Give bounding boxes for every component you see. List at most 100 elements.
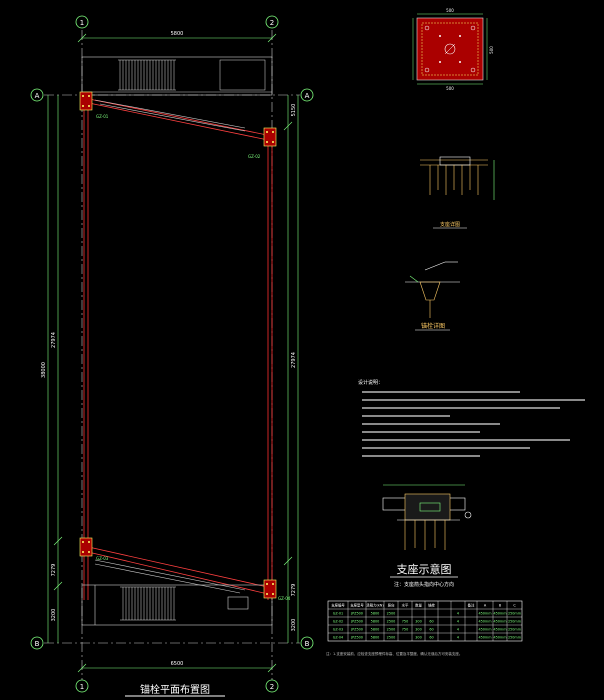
bearing-tag-2: GZ-02 [248, 154, 261, 159]
table-cell: JPZ500 [350, 612, 363, 616]
table-cell: 750 [402, 620, 408, 624]
table-cell: 450mm [478, 612, 492, 616]
dim-left-bottom: 3200 [51, 609, 57, 622]
dim-right-bottom: 3200 [291, 619, 297, 632]
table-cell: 300 [415, 636, 421, 640]
table-header-cell: B [499, 604, 502, 608]
table-cell: 450mm [493, 620, 507, 624]
table-cell: 5800 [371, 620, 380, 624]
axis-label-b-right: B [305, 640, 310, 648]
table-cell: 60 [429, 636, 433, 640]
table-cell: GZ-04 [333, 636, 343, 640]
table-header-cell: 备注 [468, 603, 475, 608]
bearing-plate-bl [79, 537, 93, 557]
axis-label-b-left: B [35, 640, 40, 648]
table-cell: 2500 [387, 612, 396, 616]
bearing-title: 支座示意图 [397, 562, 452, 576]
dim-right-upper: 5150 [291, 104, 297, 117]
table-cell: GZ-01 [333, 612, 343, 616]
table-header-cell: C [513, 604, 516, 608]
table-cell: JPZ500 [350, 620, 363, 624]
notes-heading: 设计说明： [358, 379, 383, 386]
axis-label-a-left: A [35, 92, 40, 100]
dimension-lines [47, 33, 299, 673]
dim-bottom-width: 6500 [171, 661, 184, 667]
table-cell: 450mm [478, 620, 492, 624]
stair-top [118, 59, 266, 91]
table-cell: 250mm [508, 612, 522, 616]
axis-grid [44, 30, 300, 680]
table-cell: 4 [457, 620, 459, 624]
bearing-plate-tr [263, 127, 277, 147]
table-cell: 4 [457, 612, 459, 616]
table-cell: GZ-02 [333, 620, 343, 624]
axis-label-1-top: 1 [80, 19, 84, 27]
table-header-cell: 支座型号 [350, 603, 364, 608]
bearing-tags: GZ-01 GZ-02 GZ-03 GZ-04 [96, 114, 291, 601]
bearing-assembly [382, 484, 472, 550]
table-header-cell: 数量 [415, 603, 422, 608]
bearing-plate-tl [79, 91, 93, 111]
table-cell: 5800 [371, 628, 380, 632]
table-cell: 300 [415, 620, 421, 624]
bearing-tag-1: GZ-01 [96, 114, 109, 119]
table-header-cell: 锚栓 [428, 603, 435, 608]
table-cell: 450mm [493, 636, 507, 640]
anchor-plate-detail: 500 500 500 [412, 8, 494, 91]
dim-right-mid: 27974 [291, 352, 297, 368]
axis-label-2-top: 2 [270, 19, 274, 27]
notes-lines [362, 391, 585, 457]
table-cell: 300 [415, 628, 421, 632]
table-cell: 750 [402, 628, 408, 632]
detail-title-2: 锚栓详图 [421, 322, 445, 330]
table-cell: JPZ500 [350, 636, 363, 640]
bearing-subtitle: 注：支座箭头指向中心方向 [394, 581, 454, 588]
table-cell: 60 [429, 628, 433, 632]
upper-structure [81, 56, 273, 132]
table-cell: 250mm [508, 620, 522, 624]
table-cell: JPZ500 [350, 628, 363, 632]
table-cell: 4 [457, 636, 459, 640]
plate-dim-bottom: 500 [446, 86, 454, 91]
plate-dim-top: 500 [446, 8, 454, 13]
plan-title: 锚栓平面布置图 [140, 683, 210, 696]
table-header-cell: 竖向 [388, 603, 395, 608]
table-cell: 450mm [493, 612, 507, 616]
dim-left-mid: 27974 [51, 332, 57, 348]
table-cell: 450mm [493, 628, 507, 632]
table-cell: 2500 [387, 620, 396, 624]
axis-label-a-right: A [305, 92, 310, 100]
bearing-tag-3: GZ-03 [96, 556, 109, 561]
table-cell: 450mm [478, 628, 492, 632]
plan-outline [83, 95, 273, 600]
table-cell: GZ-03 [333, 628, 343, 632]
table-header-cell: 承载力(kN) [366, 603, 384, 608]
table-cell: 2500 [387, 636, 396, 640]
table-footnote: 注：1.支座安装前，应检查支座预埋件标高、位置及平整度，确认无误后方可安装支座。 [326, 651, 462, 656]
dim-left-total: 38000 [41, 362, 47, 378]
table-cell: 450mm [478, 636, 492, 640]
dim-left-lower: 7279 [51, 564, 57, 577]
bearing-plate-br [263, 579, 277, 599]
dimension-texts: 5800 6500 38000 27974 7279 3200 5150 279… [41, 31, 297, 667]
table-cell: 60 [429, 620, 433, 624]
table-cell: 250mm [508, 636, 522, 640]
table-cell: 250mm [508, 628, 522, 632]
table-cell: 2500 [387, 628, 396, 632]
stair-bottom [120, 586, 176, 621]
dim-right-lower: 7279 [291, 584, 297, 597]
axis-label-2-bottom: 2 [270, 683, 274, 691]
table-header-cell: 水平 [402, 603, 409, 608]
table-header-cell: A [484, 604, 487, 608]
axis-label-1-bottom: 1 [80, 683, 84, 691]
table-cell: 5800 [371, 636, 380, 640]
axis-bubbles: 1 2 1 2 A B A B [30, 15, 314, 693]
bearing-tag-4: GZ-04 [278, 596, 291, 601]
table-header-cell: 支座编号 [331, 603, 345, 608]
dim-top-width: 5800 [171, 31, 184, 37]
bearing-section-detail [420, 156, 495, 200]
lower-structure [81, 559, 273, 626]
detail-title-1: 支座详图 [440, 221, 460, 228]
